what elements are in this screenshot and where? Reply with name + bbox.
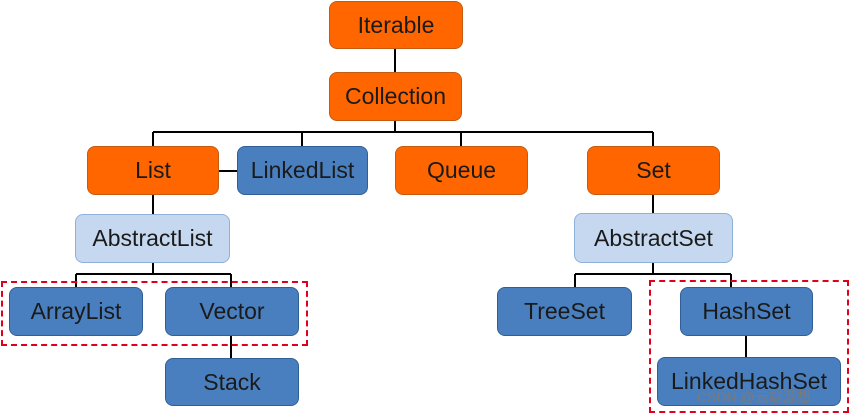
- node-hashset: HashSet: [680, 287, 813, 336]
- node-arraylist: ArrayList: [9, 287, 143, 336]
- node-set: Set: [587, 146, 720, 195]
- node-stack: Stack: [165, 358, 299, 406]
- node-linkedhashset: LinkedHashSet: [657, 357, 841, 406]
- node-vector: Vector: [165, 287, 299, 336]
- node-abstractlist: AbstractList: [75, 214, 230, 263]
- node-iterable: Iterable: [329, 1, 463, 49]
- node-abstractset: AbstractSet: [574, 213, 733, 263]
- highlight-set-implementations: [649, 280, 849, 413]
- node-list: List: [87, 146, 219, 195]
- watermark: CSDN @云端源想: [697, 389, 811, 405]
- node-queue: Queue: [395, 146, 528, 195]
- node-linkedlist: LinkedList: [237, 146, 368, 195]
- node-collection: Collection: [329, 72, 462, 121]
- node-treeset: TreeSet: [497, 287, 632, 336]
- highlight-list-implementations: [1, 281, 308, 346]
